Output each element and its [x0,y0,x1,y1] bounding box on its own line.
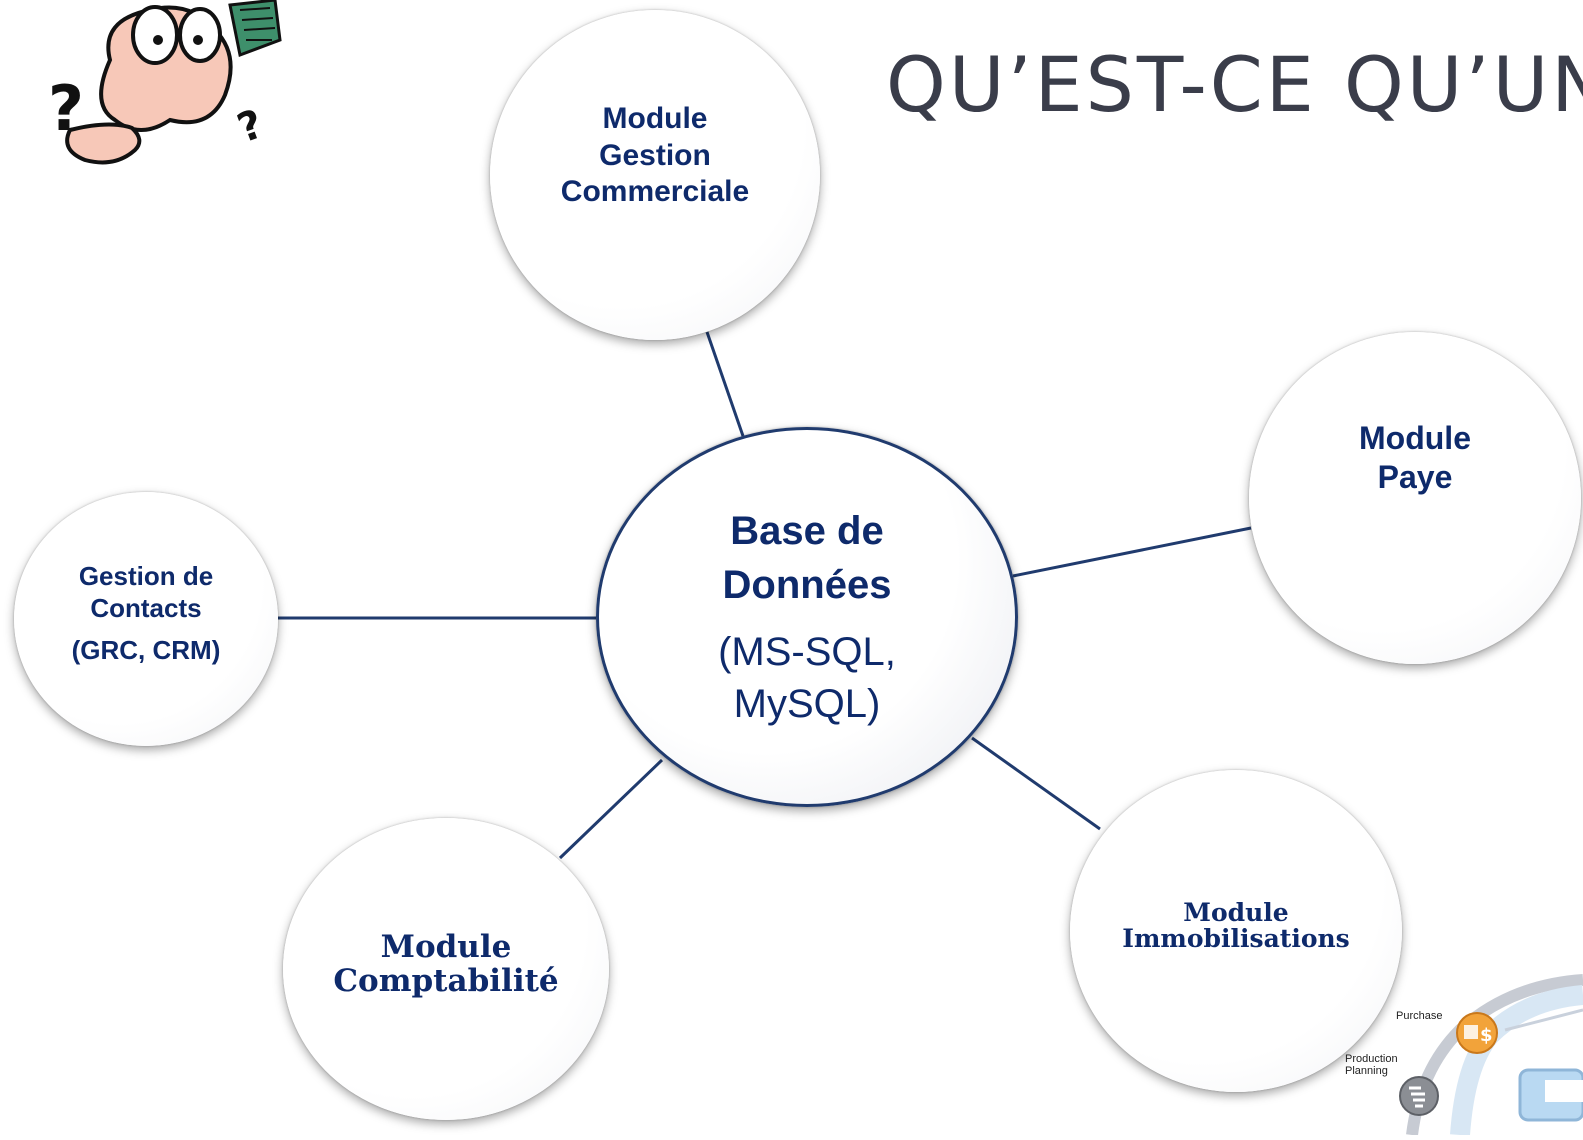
production-planning-icon [1399,1076,1439,1116]
module-commerciale-line-2: Gestion [599,138,711,172]
erp-production-line-1: Production [1345,1053,1398,1065]
erp-production-label: Production Planning [1345,1053,1398,1077]
confused-cartoon-icon: ? ? [48,0,282,165]
module-contacts-line-2: Contacts [90,593,202,624]
erp-purchase-label: Purchase [1396,1010,1443,1022]
module-immobilisations: Module Immobilisations [1070,770,1402,1092]
module-comptabilite-line-2: Comptabilité [333,963,559,999]
module-contacts-line-3: (GRC, CRM) [71,634,221,665]
module-immobilisations-line-1: Module [1183,897,1289,927]
module-gestion-contacts: Gestion de Contacts (GRC, CRM) [14,492,278,746]
module-contacts-line-1: Gestion de [78,561,214,592]
svg-text:?: ? [232,101,270,152]
module-commerciale-line-3: Commerciale [560,175,750,209]
page-title: QU’EST-CE QU’UN [886,40,1583,129]
module-paye: Module Paye [1249,332,1581,664]
erp-production-line-2: Planning [1345,1065,1388,1078]
connector-commerciale [705,331,745,437]
module-comptabilite-line-1: Module [380,928,512,965]
database-engines: (MS-SQL, MySQL) [718,630,896,726]
module-comptabilite: Module Comptabilité [283,818,609,1120]
module-paye-line-2: Paye [1377,459,1453,495]
module-commerciale-line-1: Module [602,102,708,136]
module-paye-line-1: Module [1359,419,1471,456]
svg-text:$: $ [1480,1025,1493,1046]
database-center-node: Base de Données (MS-SQL, MySQL) [596,427,1018,807]
database-title: Base de Données [722,509,892,607]
module-immobilisations-line-2: Immobilisations [1122,924,1350,953]
purchase-icon: $ [1456,1012,1498,1054]
module-gestion-commerciale: Module Gestion Commerciale [490,10,820,340]
svg-text:?: ? [48,72,84,145]
connector-comptabilite [558,758,664,860]
erp-diagram-fragment: Purchase $ Production Planning [1340,940,1583,1136]
connector-immobilisations [971,736,1101,831]
connector-paye [1012,526,1252,578]
